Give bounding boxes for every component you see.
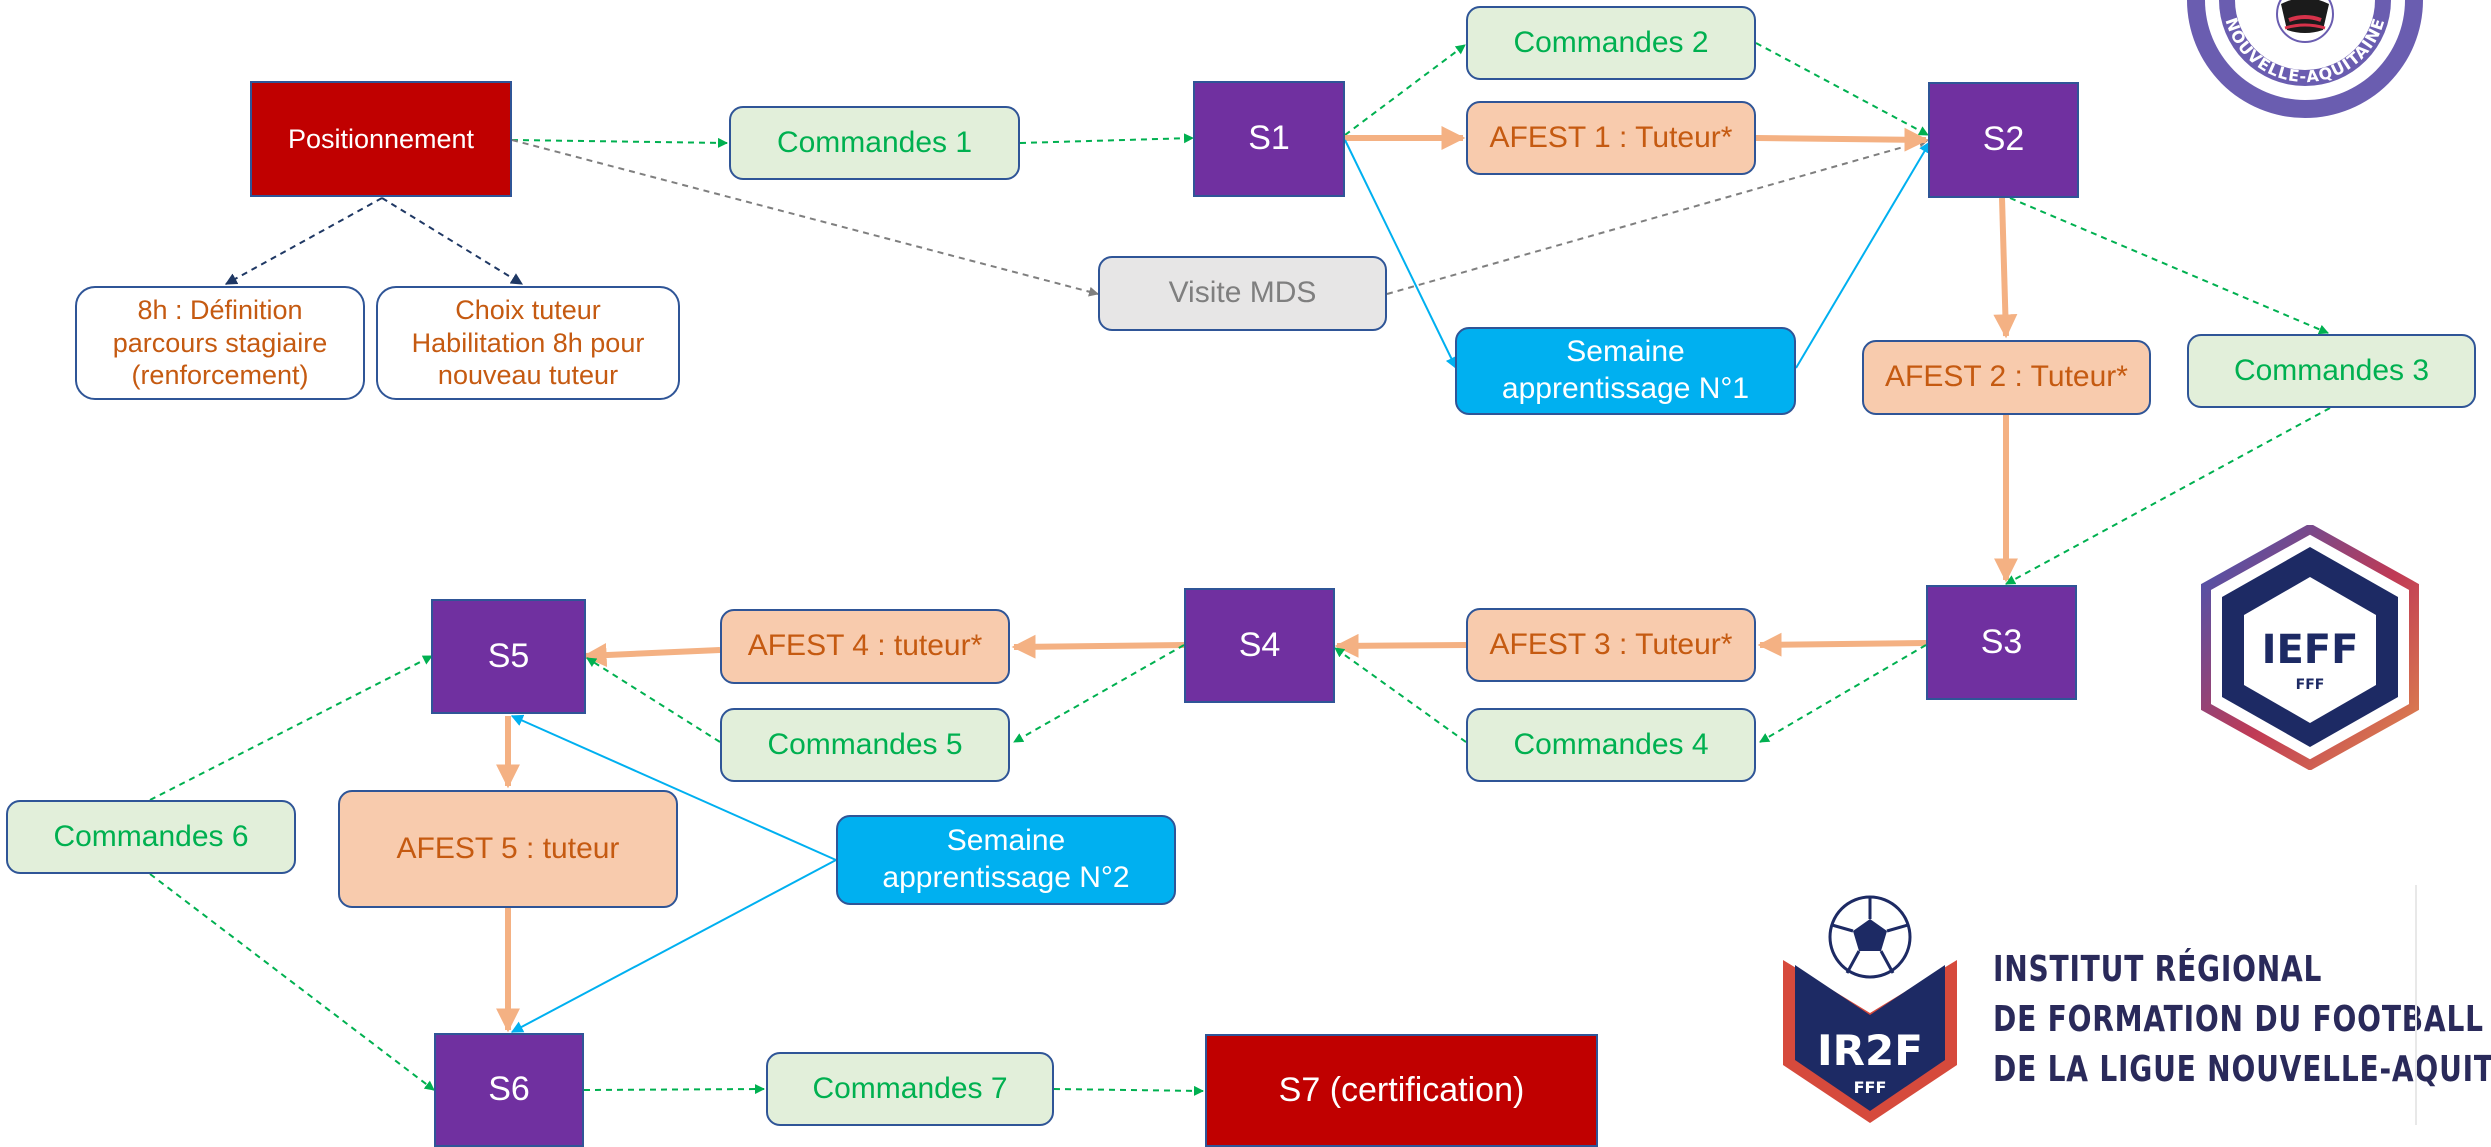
edge-commandes5-s5 [586,657,721,743]
node-afest-4-label: AFEST 4 : tuteur* [747,629,983,663]
edge-semaine1-s2 [1795,140,1931,369]
ir2f-divider [2415,885,2417,1125]
edge-semaine2-s5 [510,714,837,861]
node-commandes-5: Commandes 5 [720,708,1010,782]
edge-commandes7-s7 [1053,1085,1204,1096]
node-s4: S4 [1184,588,1335,703]
node-afest-3-label: AFEST 3 : Tuteur* [1489,627,1733,661]
edge-s1-semaine1 [1344,139,1457,370]
node-s6-label: S6 [488,1070,530,1109]
edge-positionnement-commandes1 [511,137,728,148]
svg-text:IEFF: IEFF [2262,627,2359,673]
node-s2-label: S2 [1982,120,2025,159]
node-commandes-2: Commandes 2 [1466,6,1756,80]
node-s5: S5 [431,599,586,714]
edge-positionnement-definition [224,197,383,285]
edge-commandes6-s6 [149,873,435,1091]
edge-s4-commandes5 [1013,644,1185,743]
node-semaine-1-label: Semaine apprentissage N°1 [1501,335,1750,405]
edge-s3-afest3 [1757,632,1927,657]
node-s7-label: S7 (certification) [1278,1070,1525,1109]
edge-commandes2-s2 [1755,42,1929,136]
node-commandes-6-label: Commandes 6 [53,819,249,853]
node-commandes-4: Commandes 4 [1466,708,1756,782]
node-afest-5-label: AFEST 5 : tuteur [396,831,620,865]
node-afest-4: AFEST 4 : tuteur* [720,609,1010,684]
node-afest-5: AFEST 5 : tuteur [338,790,678,908]
node-commandes-1-label: Commandes 1 [776,125,973,159]
node-s5-label: S5 [487,636,530,675]
node-commandes-6: Commandes 6 [6,800,296,874]
node-s2: S2 [1928,82,2079,198]
node-s4-label: S4 [1238,625,1281,664]
node-semaine-1: Semaine apprentissage N°1 [1455,327,1796,415]
edge-positionnement-visite [511,139,1099,297]
node-commandes-1: Commandes 1 [729,106,1020,180]
edge-s1-commandes2 [1344,44,1466,136]
ir2f-line-2: DE FORMATION DU FOOTBALL [1993,999,2484,1040]
node-commandes-3-label: Commandes 3 [2233,353,2430,387]
edge-semaine2-s6 [510,859,837,1033]
node-commandes-3: Commandes 3 [2187,334,2476,408]
edge-commandes4-s4 [1334,647,1467,743]
ligue-nouvelle-aquitaine-logo: NOUVELLE-AQUITAINE [2187,0,2423,118]
node-commandes-5-label: Commandes 5 [767,727,963,761]
edge-s2-afest2 [1993,197,2018,339]
node-s7: S7 (certification) [1205,1034,1598,1147]
node-s3-label: S3 [1980,622,2023,661]
node-s1: S1 [1193,81,1345,197]
node-positionnement-label: Positionnement [287,123,475,154]
edge-afest1-s2 [1755,127,1929,152]
node-semaine-2: Semaine apprentissage N°2 [836,815,1176,905]
node-s1-label: S1 [1248,119,1290,158]
svg-text:FFF: FFF [1854,1078,1887,1097]
node-positionnement: Positionnement [250,81,512,197]
edge-commandes1-s1 [1019,133,1194,144]
node-choix-tuteur-label: Choix tuteur Habilitation 8h pour nouvea… [411,294,645,391]
edge-visite-s2 [1386,137,1929,295]
ir2f-institute-text: INSTITUT RÉGIONAL DE FORMATION DU FOOTBA… [1993,945,2491,1095]
node-visite-mds-label: Visite MDS [1168,276,1317,310]
edge-positionnement-choix [381,197,524,285]
svg-text:FFF: FFF [2296,677,2325,693]
edge-s3-commandes4 [1759,644,1927,743]
node-definition: 8h : Définition parcours stagiaire (renf… [75,286,365,400]
node-commandes-7: Commandes 7 [766,1052,1054,1126]
edge-commandes6-s5 [149,655,433,801]
ir2f-line-3: DE LA LIGUE NOUVELLE-AQUITAINE [1993,1049,2491,1090]
node-s6: S6 [434,1033,584,1147]
node-commandes-7-label: Commandes 7 [812,1071,1008,1105]
node-semaine-2-label: Semaine apprentissage N°2 [882,824,1130,894]
edge-s6-commandes7 [583,1084,765,1095]
node-afest-3: AFEST 3 : Tuteur* [1466,608,1756,682]
node-commandes-4-label: Commandes 4 [1513,727,1709,761]
ir2f-line-1: INSTITUT RÉGIONAL [1993,949,2323,990]
node-commandes-2-label: Commandes 2 [1513,25,1709,59]
node-choix-tuteur: Choix tuteur Habilitation 8h pour nouvea… [376,286,680,400]
ir2f-badge-logo: IR2F FFF [1783,895,1957,1123]
node-s3: S3 [1926,585,2077,700]
node-afest-1-label: AFEST 1 : Tuteur* [1489,120,1733,154]
svg-text:IR2F: IR2F [1817,1026,1923,1075]
edge-afest4-s5 [582,643,721,668]
node-afest-1: AFEST 1 : Tuteur* [1466,101,1756,175]
edge-s2-commandes3 [2009,197,2329,335]
node-visite-mds: Visite MDS [1098,256,1387,331]
node-definition-label: 8h : Définition parcours stagiaire (renf… [112,294,328,391]
edge-s4-afest4 [1011,634,1185,659]
ieff-logo: IEFF FFF [2201,525,2419,770]
node-afest-2-label: AFEST 2 : Tuteur* [1885,360,2128,394]
edge-afest3-s4 [1334,633,1467,658]
node-afest-2: AFEST 2 : Tuteur* [1862,340,2151,415]
